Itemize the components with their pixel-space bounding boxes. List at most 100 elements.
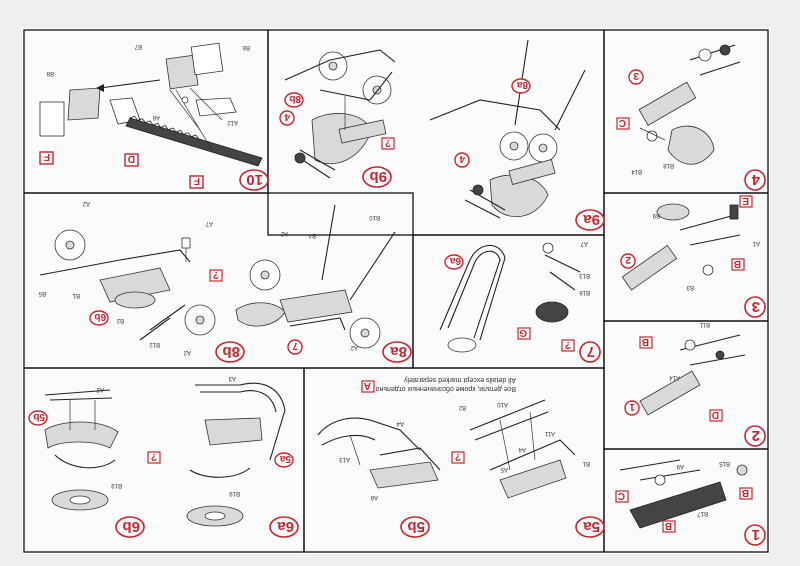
step-number-1: 1 [752,526,760,543]
step-number-5b: 5b [407,518,425,535]
label-b6: B6 [242,44,250,50]
step-8b-panel: A2 A7 B5 B1 B2 B12 A2 6b ? 8b [38,200,245,363]
label-a10: A10 [497,401,508,407]
step-9b-panel: 8b 4 ? 9b [279,49,396,188]
step-8a-panel: A2 B4 B10 A2 7 8a [235,204,412,363]
step-number-9a: 9a [583,211,600,228]
step-number-2: 2 [752,427,760,444]
label-b5: B5 [38,290,46,296]
label-b11: B11 [699,321,710,327]
number-2-step3: 2 [625,254,631,265]
label-b2-5a: B2 [458,404,466,410]
note-line-ru: Все детали, кроме обозначенных отдельно [376,385,516,393]
number-5b-6b: 5b [33,411,45,422]
label-b19-6b: B19 [111,482,122,488]
number-4-9b: 4 [284,111,290,122]
step-7-panel: A7 B13 B16 6a G ? 7 [439,240,601,363]
letter-c-step4: C [619,117,626,128]
step-10-panel: B7 B6 B8 A12 A6 F D F 10 [39,42,269,191]
label-b10: B10 [369,214,380,220]
mark-6b: ? [151,451,157,462]
label-b2-8b: B2 [116,317,124,323]
label-b8: B8 [46,70,54,76]
label-a2-8a-1: A2 [280,230,288,236]
separately-marked-note: A Все детали, кроме обозначенных отдельн… [361,376,516,393]
step-3-panel: B9 A1 B3 2 E B 3 [620,195,766,318]
step-6a-panel: A3 B19 5a 6a [186,375,299,538]
letter-b-step1-a: B [742,487,749,498]
label-a13: A13 [339,456,350,462]
step-number-7: 7 [587,343,595,360]
step-number-3: 3 [752,298,760,315]
label-a5: A5 [500,466,508,472]
number-5a-6a: 5a [279,453,291,464]
step-number-8a: 8a [390,343,407,360]
step-6b-panel: A3 B19 5b ? 6b [28,386,161,538]
label-a2-8a-2: A2 [350,344,358,350]
step-number-6b: 6b [122,518,140,535]
label-b14: B14 [631,168,642,174]
label-a14: A14 [669,374,680,380]
letter-b-step3: B [734,258,741,269]
label-a7-step7: A7 [580,240,588,246]
label-b19-6a: B19 [229,490,240,496]
number-3-step4: 3 [633,70,639,81]
number-8b: 8b [289,93,301,104]
label-b17: B17 [697,510,708,516]
label-a1: A1 [752,240,760,246]
mark-8b: ? [213,269,219,280]
letter-f-2: F [194,175,200,186]
letter-e-step3: E [742,195,749,206]
step-5a-panel: B2 A10 A11 A4 A5 B1 ? 5a [451,399,605,538]
letter-b-step1-b: B [665,520,672,531]
label-b12: B12 [149,341,160,347]
label-a9: A9 [676,463,684,469]
step-number-5a: 5a [583,518,600,535]
label-a3-6a: A3 [228,375,236,381]
part-b8-block [39,101,65,137]
step-number-9b: 9b [369,168,387,185]
label-a2-8b-2: A2 [183,349,191,355]
mark-9b: ? [385,137,391,148]
letter-d: D [128,153,135,164]
step-number-6a: 6a [277,518,294,535]
label-b15: B15 [719,460,730,466]
mark-5a: ? [455,451,461,462]
label-b1-8b: B1 [72,292,80,298]
step-number-10: 10 [246,171,263,188]
step-2-panel: B11 A14 B D 1 2 [624,321,766,447]
letter-d-step2: D [712,409,719,420]
label-b4: B4 [308,232,316,238]
note-line-en: All details except marked separately [403,376,516,383]
label-a4-5a: A4 [518,446,526,452]
number-8a: 8a [516,79,528,90]
number-6b: 6b [94,311,106,322]
number-6a-step7: 6a [449,255,461,266]
label-b18: B18 [663,162,674,168]
label-a3-6b: A3 [96,386,104,392]
letter-c-step1: C [618,490,625,501]
label-a8: A8 [370,494,378,500]
step-5b-panel: A4 A13 A8 5b [317,417,441,538]
note-letter: A [364,380,371,391]
mark-7: ? [565,339,571,350]
label-b1-5a: B1 [582,460,590,466]
letter-b-step2: B [642,336,649,347]
barrel [638,81,697,126]
label-a12: A12 [227,119,238,125]
panel-borders [23,29,769,553]
letter-g: G [519,327,527,338]
part-a6-rack [125,115,263,167]
label-b16: B16 [579,289,590,295]
step-number-4: 4 [751,171,760,188]
step-9a-panel: 8a 4 9a [429,39,605,231]
label-a7-8b: A7 [205,220,213,226]
label-b13: B13 [579,272,590,278]
label-b7: B7 [134,43,142,49]
part-b6-lid [190,42,224,76]
letter-f-1: F [44,151,50,162]
step-1-panel: A9 B15 B17 C B B 1 [615,459,766,546]
gun-shield [629,481,727,529]
step-4-panel: 3 C B14 B18 4 [616,44,766,191]
